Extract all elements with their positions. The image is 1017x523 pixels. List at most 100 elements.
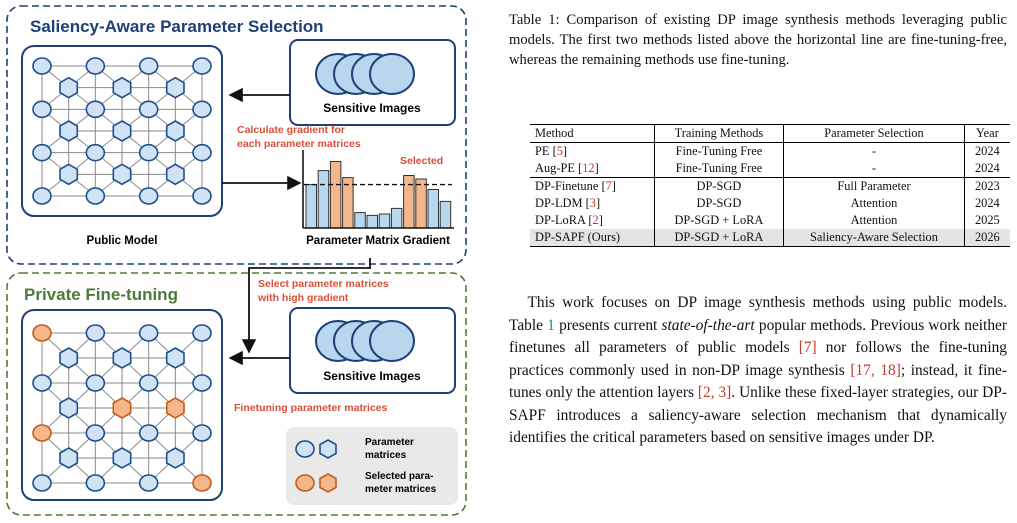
gradient-bar bbox=[317, 170, 330, 229]
selected-label: Selected bbox=[400, 155, 443, 167]
citation-link[interactable]: [7] bbox=[601, 179, 616, 193]
legend-selected-line2: meter matrices bbox=[365, 484, 437, 495]
parameter-node bbox=[165, 76, 185, 99]
parameter-gradient-chart bbox=[304, 161, 452, 229]
table-caption: Table 1: Comparison of existing DP image… bbox=[509, 10, 1007, 70]
selected-gradient-bar bbox=[415, 178, 427, 229]
method-cell: PE [5] bbox=[530, 142, 655, 160]
year-cell: 2026 bbox=[964, 229, 1010, 247]
parameter-node bbox=[112, 163, 132, 186]
parameter-node bbox=[165, 163, 185, 186]
parameter-node bbox=[192, 324, 212, 342]
gradient-bar bbox=[354, 212, 366, 229]
parameter-node bbox=[59, 397, 79, 419]
parameter-node bbox=[85, 324, 106, 342]
gradient-bar bbox=[439, 200, 452, 229]
gradient-note-line2: each parameter matrices bbox=[237, 138, 361, 150]
citation-link[interactable]: [17, 18] bbox=[850, 361, 901, 379]
legend-parameter-icons bbox=[295, 439, 337, 459]
training-cell: DP-SGD + LoRA bbox=[654, 229, 785, 247]
parameter-node bbox=[192, 424, 212, 442]
framework-figure: Saliency-Aware Parameter Selection Priva… bbox=[6, 5, 467, 516]
gradient-bar bbox=[305, 184, 317, 229]
selected-parameter-node bbox=[192, 474, 212, 492]
header-selection: Parameter Selection bbox=[783, 124, 965, 143]
header-method: Method bbox=[530, 124, 655, 143]
training-cell: DP-SGD + LoRA bbox=[654, 212, 785, 229]
panel-title-saliency: Saliency-Aware Parameter Selection bbox=[30, 17, 324, 36]
parameter-node bbox=[165, 447, 185, 469]
panel-title-finetune: Private Fine-tuning bbox=[24, 285, 178, 304]
year-cell: 2024 bbox=[974, 144, 1000, 158]
selected-gradient-bar bbox=[403, 175, 415, 229]
gradient-bar bbox=[427, 189, 439, 229]
table-row: DP-LoRA [2] DP-SGD + LoRA Attention 2025 bbox=[530, 212, 1010, 229]
finetuned-model-network bbox=[32, 324, 212, 492]
caption-label: Table 1: bbox=[509, 12, 560, 28]
selection-cell: Attention bbox=[783, 212, 965, 229]
method-cell: DP-SAPF (Ours) bbox=[530, 229, 655, 247]
arrow-select-to-finetune bbox=[241, 258, 371, 354]
parameter-node bbox=[112, 76, 132, 99]
citation-link[interactable]: [2, 3] bbox=[697, 384, 732, 401]
legend-selected-line1: Selected para- bbox=[365, 471, 433, 482]
selected-parameter-node bbox=[112, 397, 132, 419]
selection-cell: Saliency-Aware Selection bbox=[783, 229, 965, 247]
public-model-network bbox=[32, 57, 212, 205]
parameter-node bbox=[32, 143, 52, 162]
method-cell: Aug-PE [12] bbox=[530, 160, 655, 178]
parameter-node bbox=[112, 347, 132, 369]
year-cell: 2023 bbox=[964, 177, 1010, 195]
gradient-note-line1: Calculate gradient for bbox=[237, 124, 345, 136]
training-cell: Fine-Tuning Free bbox=[654, 160, 785, 178]
image-stack-icon bbox=[315, 320, 415, 362]
year-cell: 2025 bbox=[974, 213, 1000, 227]
citation-link[interactable]: [5] bbox=[552, 144, 568, 158]
year-cell: 2024 bbox=[974, 161, 1000, 175]
table-link[interactable]: 1 bbox=[547, 316, 555, 334]
citation-link[interactable]: [2] bbox=[588, 213, 603, 227]
parameter-node bbox=[32, 187, 52, 205]
parameter-node bbox=[32, 100, 52, 119]
citation-link[interactable]: [12] bbox=[578, 161, 599, 175]
parameter-node bbox=[192, 100, 212, 119]
select-note-line1: Select parameter matrices bbox=[258, 278, 389, 290]
table-row: DP-Finetune [7] DP-SGD Full Parameter 20… bbox=[530, 177, 1010, 195]
parameter-node bbox=[85, 474, 106, 492]
parameter-node bbox=[138, 324, 159, 342]
sensitive-images-label-bottom: Sensitive Images bbox=[323, 369, 421, 383]
table-row-ours: DP-SAPF (Ours) DP-SGD + LoRA Saliency-Aw… bbox=[530, 229, 1010, 247]
citation-link[interactable]: [7] bbox=[798, 339, 817, 356]
parameter-node bbox=[59, 76, 79, 99]
parameter-node bbox=[138, 424, 159, 442]
parameter-node bbox=[192, 57, 212, 75]
selected-gradient-bar bbox=[329, 161, 342, 229]
parameter-node bbox=[59, 447, 79, 469]
table-row: DP-LDM [3] DP-SGD Attention 2024 bbox=[530, 195, 1010, 212]
year-cell: 2024 bbox=[974, 196, 1000, 210]
parameter-node bbox=[138, 474, 159, 492]
parameter-node bbox=[138, 57, 159, 75]
citation-link[interactable]: [3] bbox=[585, 196, 601, 210]
selection-cell: - bbox=[783, 160, 965, 178]
gradient-bar bbox=[390, 207, 403, 229]
gradient-chart-label: Parameter Matrix Gradient bbox=[306, 235, 450, 247]
parameter-node bbox=[32, 474, 52, 492]
parameter-node bbox=[32, 57, 52, 75]
parameter-node bbox=[85, 424, 106, 442]
parameter-node bbox=[59, 120, 79, 142]
parameter-node bbox=[112, 447, 132, 469]
caption-text: Comparison of existing DP image synthesi… bbox=[509, 12, 1007, 68]
header-training: Training Methods bbox=[654, 124, 785, 143]
selection-cell: - bbox=[783, 142, 965, 160]
parameter-node bbox=[112, 120, 132, 142]
legend-parameter-line1: Parameter bbox=[365, 437, 414, 448]
method-cell: DP-Finetune [7] bbox=[530, 177, 655, 195]
body-paragraph: This work focuses on DP image synthesis … bbox=[509, 294, 1007, 446]
selected-parameter-node bbox=[32, 424, 52, 442]
parameter-node bbox=[192, 187, 212, 205]
parameter-node bbox=[32, 374, 52, 392]
legend-parameter-line2: matrices bbox=[365, 450, 407, 461]
method-cell: DP-LDM [3] bbox=[530, 195, 655, 212]
finetune-note: Finetuning parameter matrices bbox=[234, 402, 388, 414]
